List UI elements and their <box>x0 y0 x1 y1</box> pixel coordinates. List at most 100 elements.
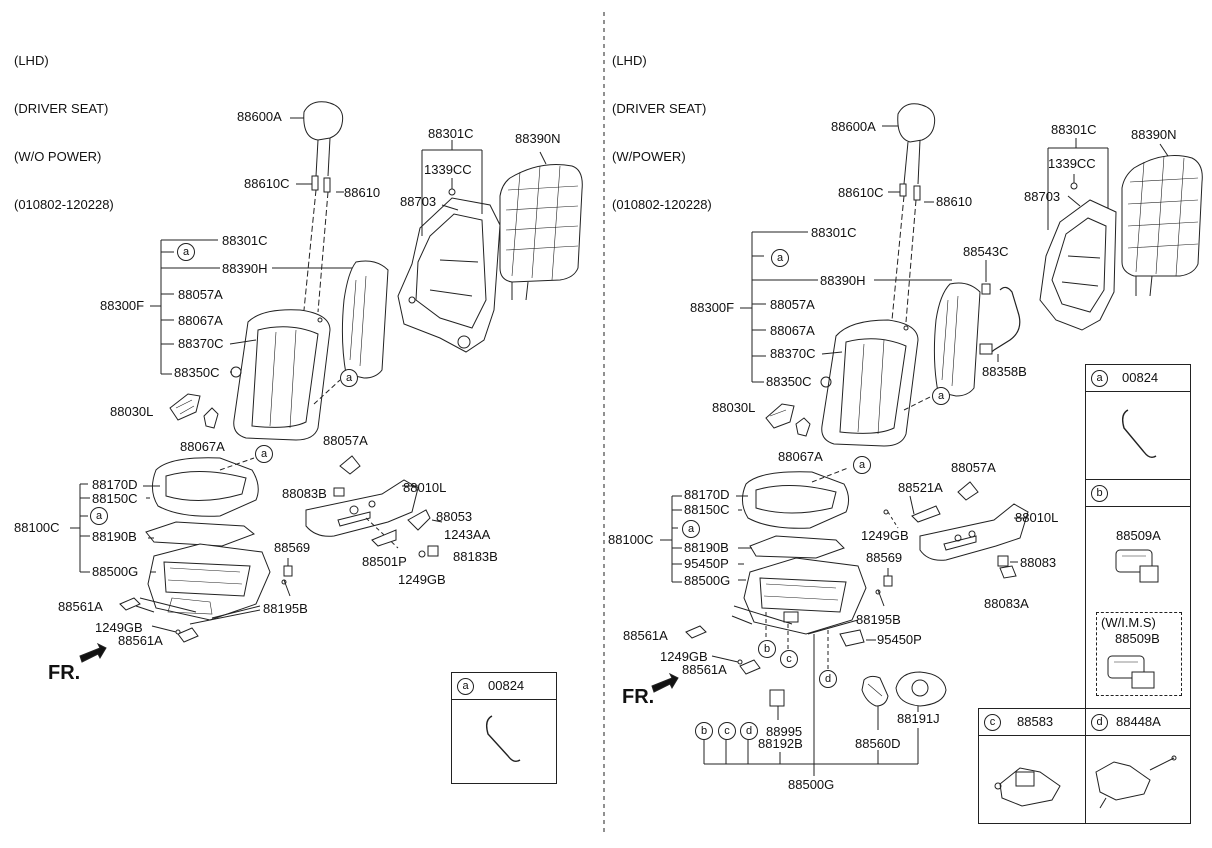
label-88301C-top: 88301C <box>428 126 474 141</box>
label-88300F: 88300F <box>100 298 145 313</box>
left-header-line: (W/O POWER) <box>14 149 102 164</box>
callout-a: a <box>853 456 871 474</box>
legend-box-header: d 88448A <box>1086 709 1190 736</box>
label-88370C: 88370C <box>770 346 816 361</box>
callout-a: a <box>771 249 789 267</box>
left-header-line: (LHD) <box>14 53 49 68</box>
label-88600A: 88600A <box>237 109 282 124</box>
side-shield-drawing <box>305 479 419 549</box>
label-88030L: 88030L <box>110 404 154 419</box>
label-88057A-b: 88057A <box>323 433 368 448</box>
motor-88509A-drawing <box>1115 549 1159 583</box>
label-88083B: 88083B <box>282 486 327 501</box>
legend-letter: a <box>1091 370 1108 387</box>
label-88301C: 88301C <box>811 225 857 240</box>
label-1243AA: 1243AA <box>444 527 491 542</box>
legend-letter: c <box>984 714 1001 731</box>
label-88190B: 88190B <box>92 529 137 544</box>
option-label: (W/I.M.S) <box>1101 615 1156 630</box>
label-1249GB: 1249GB <box>861 528 909 543</box>
callout-b: b <box>695 722 713 740</box>
label-88610C: 88610C <box>244 176 290 191</box>
callout-a: a <box>932 387 950 405</box>
side-pad-drawing-r <box>933 282 981 397</box>
seatback-frame-drawing <box>397 197 501 353</box>
label-88067A-b: 88067A <box>180 439 225 454</box>
label-88500G-b: 88500G <box>788 777 835 792</box>
label-88350C: 88350C <box>174 365 220 380</box>
clip-00824-drawing <box>485 715 521 763</box>
label-88561A-b: 88561A <box>682 662 727 677</box>
label-88610: 88610 <box>936 194 973 209</box>
label-88390N: 88390N <box>1131 127 1177 142</box>
legend-box-a: a 00824 <box>451 672 557 784</box>
label-88561A: 88561A <box>623 628 668 643</box>
bracket-88100C <box>70 483 90 573</box>
bracket-88300F <box>150 239 356 375</box>
label-88390H: 88390H <box>222 261 268 276</box>
seatback-cover-drawing-r <box>1121 143 1203 297</box>
legend-part: 88509A <box>1116 528 1161 543</box>
seat-cushion-drawing-r <box>742 467 850 529</box>
label-88183B: 88183B <box>453 549 498 564</box>
label-88195B: 88195B <box>856 612 901 627</box>
legend-letter: a <box>457 678 474 695</box>
side-shield-drawing-r <box>919 503 1029 561</box>
label-1339CC: 1339CC <box>424 162 472 177</box>
label-88350C: 88350C <box>766 374 812 389</box>
left-header-line: (010802-120228) <box>14 197 114 212</box>
label-88610: 88610 <box>344 185 381 200</box>
legend-part: 00824 <box>488 678 525 693</box>
lumbar-motor-drawing <box>895 671 947 707</box>
seat-cushion-drawing <box>152 457 259 517</box>
label-88067A: 88067A <box>178 313 223 328</box>
seat-frame-drawing-r <box>731 557 867 635</box>
seatback-frame-drawing-r <box>1039 199 1117 331</box>
headrest-drawing <box>303 101 344 177</box>
label-88057A: 88057A <box>178 287 223 302</box>
label-88500G: 88500G <box>92 564 139 579</box>
label-88190B: 88190B <box>684 540 729 555</box>
motor-88509B-drawing <box>1107 655 1155 689</box>
callout-a: a <box>340 369 358 387</box>
seatback-cover-drawing <box>499 151 583 301</box>
label-88010L: 88010L <box>1015 510 1059 525</box>
label-1339CC: 1339CC <box>1048 156 1096 171</box>
label-88083A: 88083A <box>984 596 1029 611</box>
label-88610C: 88610C <box>838 185 884 200</box>
label-88569: 88569 <box>866 550 903 565</box>
label-88501P: 88501P <box>362 554 407 569</box>
bracket-88500G-bottom <box>703 728 919 776</box>
label-95450P-b: 95450P <box>877 632 922 647</box>
legend-box-d: d 88448A <box>1085 708 1191 824</box>
headrest-drawing-r <box>897 103 936 185</box>
recline-cover-drawing <box>169 393 201 421</box>
callout-a: a <box>177 243 195 261</box>
label-88053: 88053 <box>436 509 473 524</box>
left-header-line: (DRIVER SEAT) <box>14 101 109 116</box>
legend-box-c: c 88583 <box>978 708 1086 824</box>
motor-88448A-drawing <box>1095 755 1177 809</box>
label-88150C: 88150C <box>684 502 730 517</box>
right-header-line: (010802-120228) <box>612 197 712 212</box>
label-88703: 88703 <box>400 194 437 209</box>
callout-a: a <box>255 445 273 463</box>
label-88067A: 88067A <box>770 323 815 338</box>
legend-box-header: b <box>1086 480 1190 507</box>
right-header: (LHD) (DRIVER SEAT) (W/POWER) (010802-12… <box>612 21 712 245</box>
label-88300F: 88300F <box>690 300 735 315</box>
fr-arrow-icon <box>79 642 107 663</box>
callout-a: a <box>682 520 700 538</box>
bracket-88100C-r <box>660 495 682 583</box>
side-pad-drawing <box>341 260 389 379</box>
right-header-line: (DRIVER SEAT) <box>612 101 707 116</box>
seatback-cushion-drawing <box>230 309 331 441</box>
label-88191J: 88191J <box>897 711 940 726</box>
fr-label: FR. <box>622 686 655 708</box>
label-88170D: 88170D <box>92 477 138 492</box>
label-88370C: 88370C <box>178 336 224 351</box>
label-88543C: 88543C <box>963 244 1009 259</box>
legend-letter: d <box>1091 714 1108 731</box>
